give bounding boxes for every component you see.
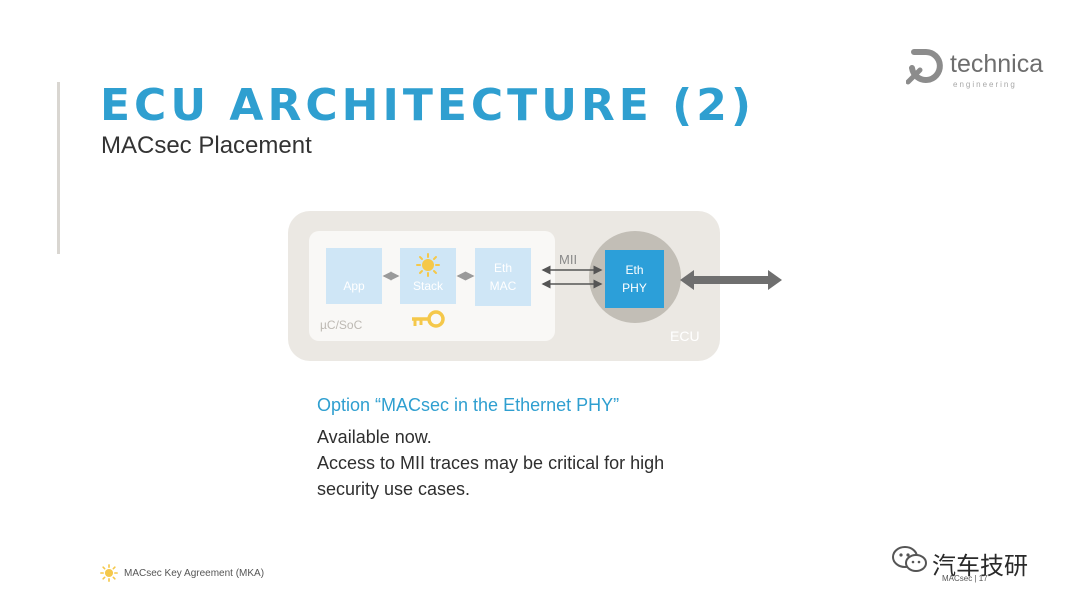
footnote: MACsec Key Agreement (MKA): [100, 564, 264, 582]
logo-wordmark: technica: [950, 50, 1044, 78]
watermark-text: 汽车技研: [932, 552, 1028, 580]
technica-logo: technica engineering: [906, 44, 1043, 92]
eth-phy-label-2: PHY: [622, 281, 647, 295]
wechat-icon: [892, 546, 927, 572]
eth-mac-label-1: Eth: [493, 261, 512, 275]
eth-mac-label-2: MAC: [489, 279, 517, 293]
stack-label: Stack: [412, 279, 443, 293]
soc-label: µC/SoC: [320, 318, 363, 332]
logo-tagline: engineering: [953, 80, 1017, 89]
app-label: App: [343, 279, 365, 293]
watermark: 汽车技研: [890, 544, 1050, 580]
footnote-text: MACsec Key Agreement (MKA): [124, 567, 265, 579]
page-footer: MACsec | 17: [942, 574, 988, 583]
slide-subtitle: MACsec Placement: [101, 132, 312, 159]
logo-swirl-icon: [906, 49, 943, 85]
option-description: Available now. Access to MII traces may …: [317, 424, 697, 502]
eth-mac-block: Eth MAC: [475, 248, 531, 306]
title-accent-bar: [57, 82, 60, 254]
app-block: App: [326, 248, 382, 304]
sun-icon: [100, 564, 118, 582]
slide-title: ECU ARCHITECTURE (2): [100, 80, 756, 131]
ecu-label: ECU: [670, 328, 700, 344]
option-heading: Option “MACsec in the Ethernet PHY”: [317, 395, 620, 415]
eth-phy-label-1: Eth: [625, 263, 644, 277]
mii-label: MII: [559, 252, 578, 267]
stack-block: Stack: [400, 248, 456, 304]
description-line-2: Access to MII traces may be critical for…: [317, 453, 665, 499]
eth-phy-block: Eth PHY: [605, 250, 664, 308]
description-line-1: Available now.: [317, 427, 432, 447]
